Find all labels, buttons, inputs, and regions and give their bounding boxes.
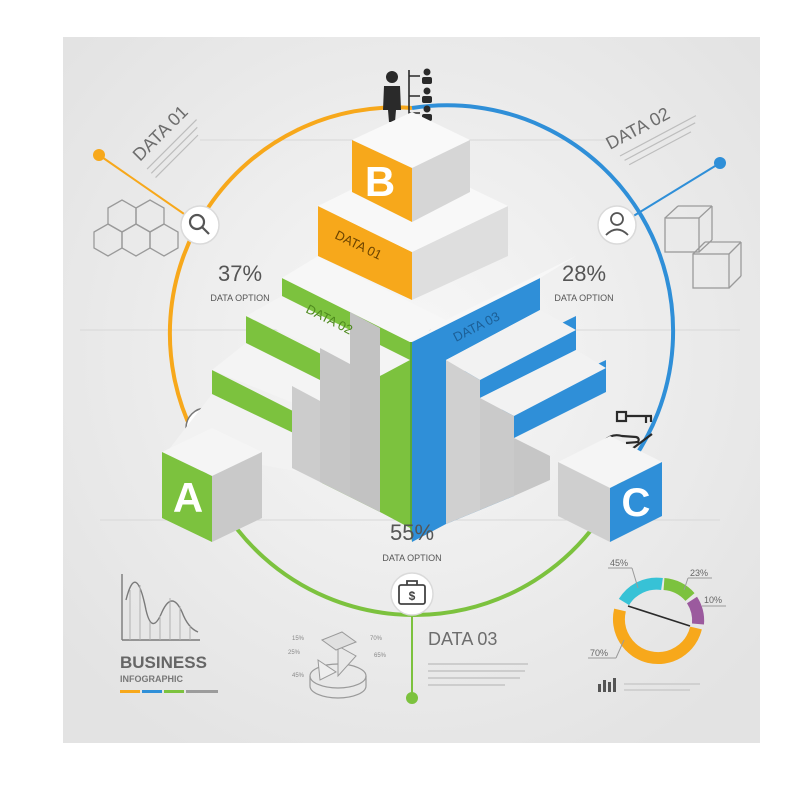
mini-pie-label-2: 70% [370,636,383,642]
ring-blue-arc [411,103,676,472]
donut-purple [686,596,705,625]
donut-cyan [618,577,663,606]
cube-a-letter: A [173,474,203,521]
option-right-percent: 28% [562,261,606,286]
donut-label-10: 10% [704,595,722,605]
dollar-briefcase-badge: $ [390,572,434,616]
data03-callout: DATA 03 [428,629,528,686]
right-steps: DATA 03 [412,256,606,542]
option-left-percent: 37% [218,261,262,286]
option-left-label: DATA OPTION [210,293,269,303]
donut-chart: 45% 23% 10% 70% [588,558,726,692]
business-color-bar [120,690,218,693]
donut-label-70: 70% [590,648,608,658]
center-column [410,342,412,542]
option-right: 28% DATA OPTION [554,261,613,303]
mini-pie-chart: 15% 70% 25% 65% 45% [288,631,387,699]
donut-leaders [588,567,726,659]
business-block: BUSINESS INFOGRAPHIC [120,574,218,693]
people-hierarchy-icon [383,68,432,122]
svg-text:$: $ [409,589,416,603]
bar-chart-icon [598,678,616,692]
data03-label: DATA 03 [428,629,497,649]
option-left: 37% DATA OPTION [210,261,269,303]
cube-b: B [352,112,470,222]
donut-label-23: 23% [690,568,708,578]
cube-c: C [558,436,662,542]
donut-label-45: 45% [610,558,628,568]
cube-a: A [162,428,262,542]
cube-c-letter: C [622,481,651,525]
option-bottom-label: DATA OPTION [382,553,441,563]
business-title: BUSINESS [120,653,207,672]
donut-green [663,578,695,602]
option-bottom: 55% DATA OPTION [382,520,441,563]
search-badge [180,205,220,245]
mini-pie-label-5: 45% [292,673,305,679]
user-icon [605,212,629,236]
ring-orange-arc [167,105,413,434]
line-chart-icon [121,574,200,641]
mini-pie-label-3: 25% [288,650,301,656]
search-icon [188,213,210,235]
mini-pie-label-1: 15% [292,636,305,642]
option-right-label: DATA OPTION [554,293,613,303]
hexagons-icon [93,199,179,257]
wireframe-cubes-icon [664,205,742,289]
option-bottom-percent: 55% [390,520,434,545]
donut-orange [612,608,702,665]
dollar-briefcase-icon: $ [398,580,426,605]
business-subtitle: INFOGRAPHIC [120,674,184,684]
mini-pie-label-4: 65% [374,653,387,659]
connectors [93,149,726,704]
cube-b-letter: B [365,158,395,205]
user-badge [597,205,637,245]
